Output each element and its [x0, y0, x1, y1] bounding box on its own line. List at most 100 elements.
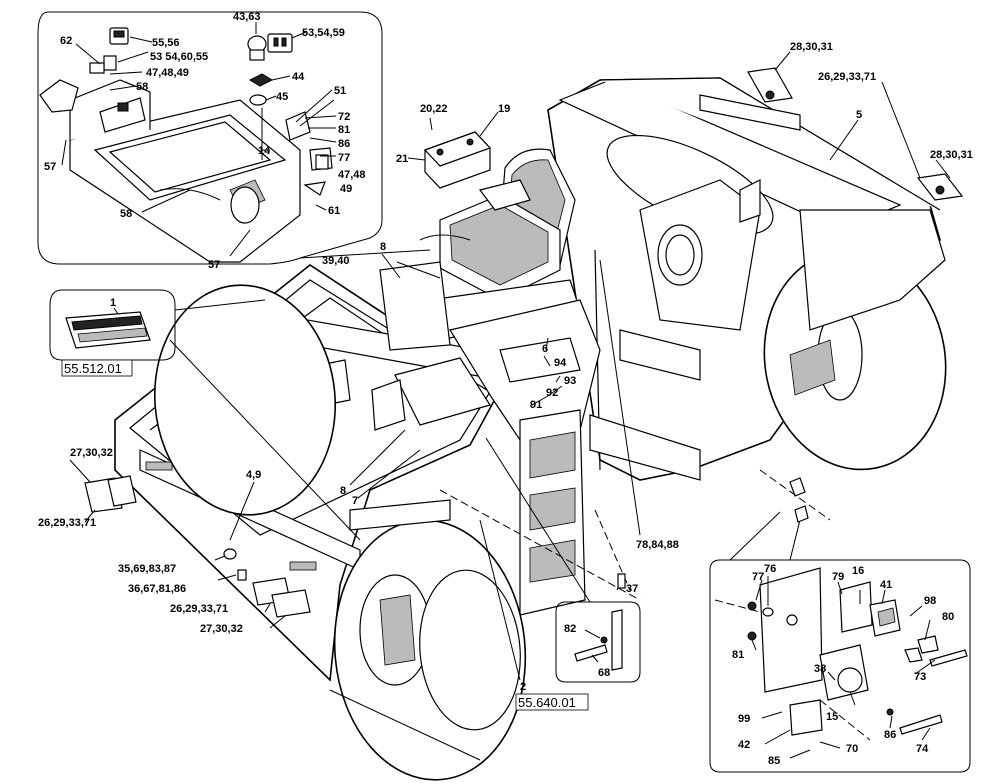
console-bubble-pointer: [299, 249, 431, 259]
label-15: 15: [826, 711, 838, 723]
label-57-bottom: 57: [208, 259, 220, 271]
detail-bubble-55512: [49, 289, 176, 361]
bolt-bracket-part: [574, 609, 623, 671]
label-53-54-60-55: 53 54,60,55: [150, 51, 208, 63]
panel-pointer-right: [789, 519, 801, 561]
label-93: 93: [564, 375, 576, 387]
operator-seat: [419, 148, 581, 341]
rear-leader-lines: [774, 51, 951, 179]
label-36-67-81-86: 36,67,81,86: [128, 583, 186, 595]
label-26-29-33-71-bottom: 26,29,33,71: [170, 603, 228, 615]
small-fasteners-front: [214, 481, 255, 581]
console-leader-lines: [61, 22, 337, 257]
rear-lights: [747, 67, 964, 201]
label-68: 68: [598, 667, 610, 679]
label-45: 45: [276, 91, 288, 103]
label-77-detail: 77: [752, 571, 764, 583]
label-27-30-32-bottom: 27,30,32: [200, 623, 243, 635]
console-body: [39, 79, 301, 263]
label-92: 92: [546, 387, 558, 399]
label-80: 80: [942, 611, 954, 623]
label-20-22: 20,22: [420, 103, 448, 115]
front-drum: [153, 284, 527, 781]
label-44: 44: [292, 71, 305, 83]
label-35-69-83-87: 35,69,83,87: [118, 563, 176, 575]
bolt-bubble-pointer: [485, 437, 591, 603]
label-58-top: 58: [136, 81, 148, 93]
part-labels: 62 55,56 53 54,60,55 47,48,49 58 57 58 5…: [38, 11, 973, 767]
battery: [407, 111, 499, 189]
label-86-detail: 86: [884, 729, 896, 741]
label-14: 14: [258, 145, 271, 157]
label-41: 41: [880, 579, 892, 591]
label-8-low: 8: [340, 485, 346, 497]
ref-55-512-01[interactable]: 55.512.01: [64, 361, 122, 376]
label-74: 74: [916, 743, 929, 755]
label-8-top: 8: [380, 241, 386, 253]
bubble-55512-pointer: [174, 299, 266, 311]
label-51: 51: [334, 85, 346, 97]
front-lights-bottom: [252, 577, 311, 629]
small-connector-parts: [759, 469, 831, 523]
label-70: 70: [846, 743, 858, 755]
label-61: 61: [328, 205, 340, 217]
label-38: 38: [814, 663, 826, 675]
label-28-30-31-right: 28,30,31: [930, 149, 973, 161]
rear-frame: [547, 77, 947, 481]
label-42: 42: [738, 739, 750, 751]
label-6: 6: [542, 343, 548, 355]
label-1: 1: [110, 297, 116, 309]
label-55-56: 55,56: [152, 37, 180, 49]
label-73: 73: [914, 671, 926, 683]
detail-bubble-panel: [709, 559, 971, 773]
mounting-plate: [714, 567, 968, 741]
label-94: 94: [554, 357, 567, 369]
ref-box-55512: [61, 359, 133, 377]
label-78-84-88: 78,84,88: [636, 539, 679, 551]
label-5: 5: [856, 109, 862, 121]
label-26-29-33-71-left: 26,29,33,71: [38, 517, 96, 529]
label-39-40: 39,40: [322, 255, 350, 267]
ref-box-55640: [515, 693, 589, 711]
label-47-48-49: 47,48,49: [146, 67, 189, 79]
label-47-48: 47,48: [338, 169, 366, 181]
panel-pointer-left: [729, 511, 781, 561]
label-37: 37: [626, 583, 638, 595]
ref-55-640-01[interactable]: 55.640.01: [518, 695, 576, 710]
label-62: 62: [60, 35, 72, 47]
label-72: 72: [338, 111, 350, 123]
label-77-top: 77: [338, 152, 350, 164]
label-99: 99: [738, 713, 750, 725]
label-16: 16: [852, 565, 864, 577]
label-98: 98: [924, 595, 936, 607]
label-86-top: 86: [338, 138, 350, 150]
label-43-63: 43,63: [233, 11, 261, 23]
console-detail-bubble: [37, 11, 383, 265]
pin-37: [617, 573, 626, 589]
label-26-29-33-71-top: 26,29,33,71: [818, 71, 876, 83]
label-82: 82: [564, 623, 576, 635]
label-7: 7: [352, 495, 358, 507]
label-21: 21: [396, 153, 408, 165]
label-58-mid: 58: [120, 208, 132, 220]
label-53-54-59: 53,54,59: [302, 27, 345, 39]
detail-bubble-bolt: [555, 601, 641, 683]
label-85: 85: [768, 755, 780, 767]
vent-grille-part: [65, 311, 151, 349]
label-2: 2: [520, 681, 526, 693]
label-81-detail: 81: [732, 649, 744, 661]
label-49: 49: [340, 183, 352, 195]
panel-leader-lines: [751, 576, 936, 759]
label-81-top: 81: [338, 124, 350, 136]
label-4-9: 4,9: [246, 469, 261, 481]
label-91: 91: [530, 399, 542, 411]
front-lights-left: [69, 459, 137, 523]
label-76: 76: [764, 563, 776, 575]
label-57-left: 57: [44, 161, 56, 173]
label-27-30-32-left: 27,30,32: [70, 447, 113, 459]
label-28-30-31-top: 28,30,31: [790, 41, 833, 53]
label-79: 79: [832, 571, 844, 583]
leader-1: [113, 307, 119, 315]
